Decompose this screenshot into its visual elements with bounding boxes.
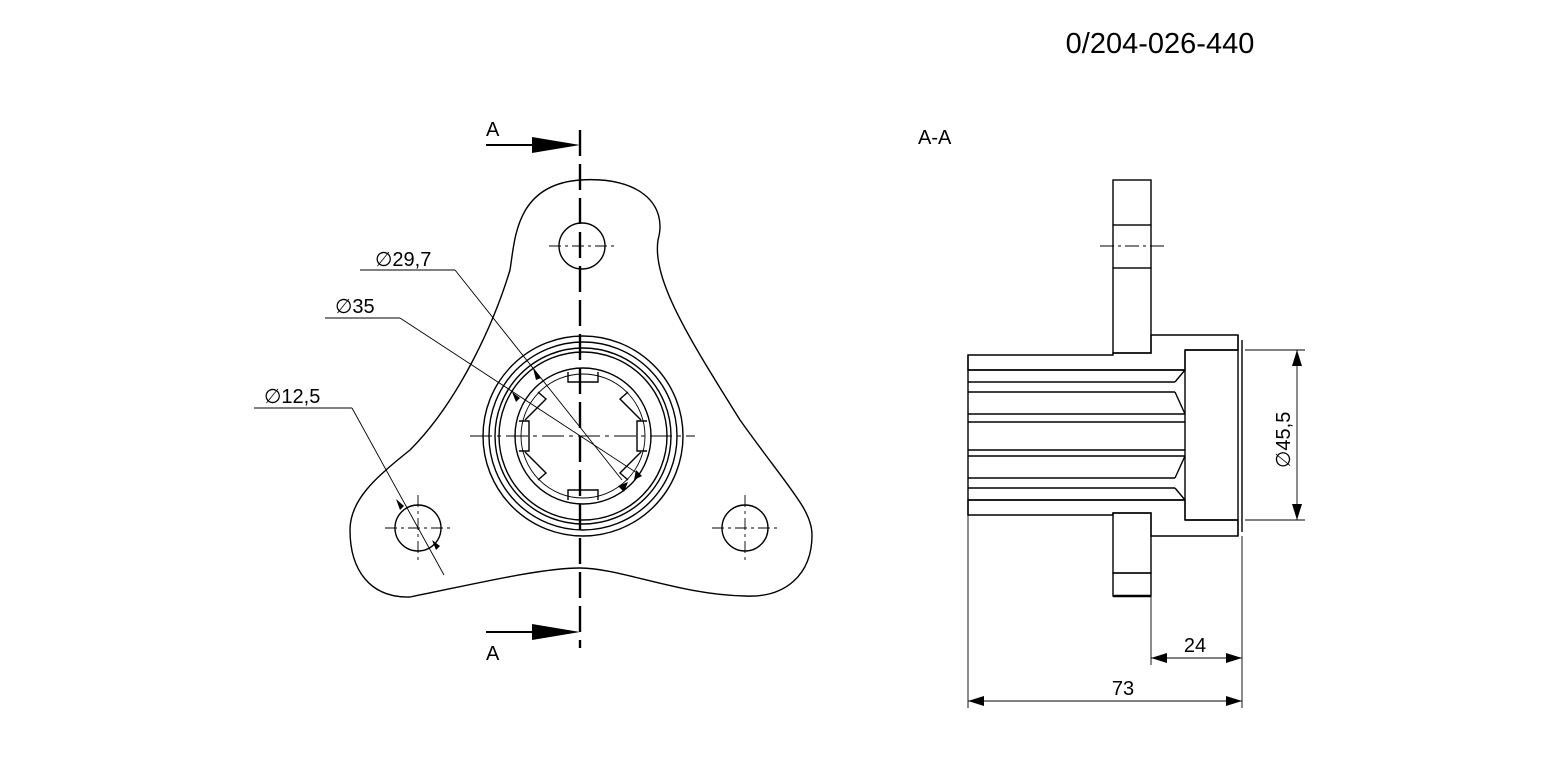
- svg-text:∅45,5: ∅45,5: [1273, 412, 1295, 468]
- dim-35: [325, 317, 642, 480]
- part-number: 0/204-026-440: [1066, 28, 1255, 60]
- section-arrow-top: [486, 137, 580, 153]
- diameter-symbol: ∅: [375, 249, 392, 271]
- dim-45-5: [1245, 349, 1305, 521]
- dim-12-5: [254, 407, 445, 576]
- flange-top-hatch: [1112, 179, 1152, 226]
- dim-24-value: 24: [1184, 635, 1206, 657]
- front-view: A A: [254, 119, 813, 665]
- flange-outline: [349, 178, 813, 598]
- dim-45-5-value: 45,5: [1273, 412, 1295, 451]
- dim-29-7-value: 29,7: [392, 249, 431, 271]
- section-marker-bottom: A: [486, 643, 500, 665]
- svg-text:∅29,7: ∅29,7: [375, 249, 431, 271]
- bolt-hole-top: [549, 222, 615, 270]
- bolt-hole-right: [712, 495, 778, 561]
- dim-73: [967, 515, 1242, 708]
- dim-35-value: 35: [352, 296, 374, 318]
- section-title: A-A: [918, 127, 952, 149]
- spline-grooves: [968, 369, 1186, 501]
- dim-12-5-value: 12,5: [281, 386, 320, 408]
- svg-text:∅12,5: ∅12,5: [264, 386, 320, 408]
- section-marker-top: A: [486, 119, 500, 141]
- svg-text:∅35: ∅35: [335, 296, 375, 318]
- dim-73-value: 73: [1112, 678, 1134, 700]
- section-view: ∅45,5 24 73: [967, 179, 1305, 708]
- dim-24: [1150, 536, 1243, 708]
- flange-bottom-hatch: [1112, 512, 1152, 574]
- section-arrow-bottom: [486, 624, 580, 640]
